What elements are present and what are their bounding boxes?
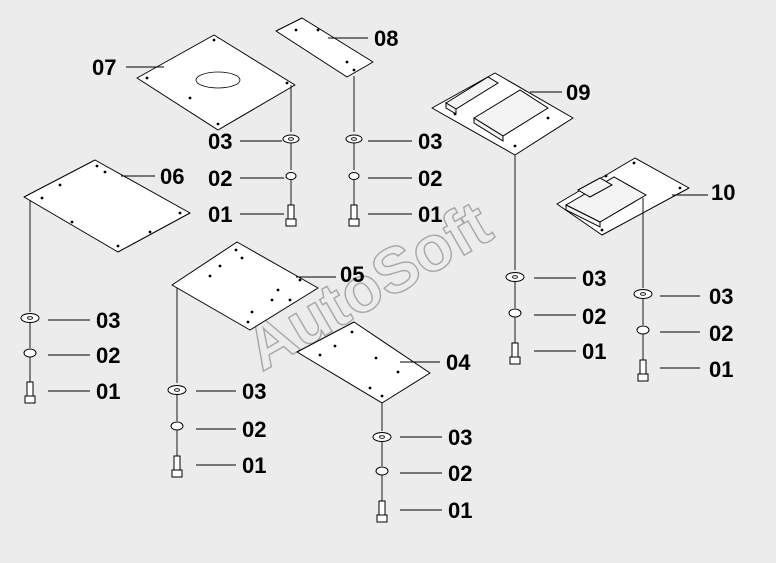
label-08: 08 bbox=[374, 26, 398, 51]
hardware-stack-07 bbox=[282, 134, 300, 227]
label-01-g: 01 bbox=[709, 357, 733, 382]
label-09: 09 bbox=[566, 80, 590, 105]
label-01-c: 01 bbox=[96, 379, 120, 404]
hardware-stack-09 bbox=[505, 272, 525, 365]
label-03-d: 03 bbox=[242, 379, 266, 404]
label-01-a: 01 bbox=[208, 202, 232, 227]
label-05: 05 bbox=[340, 262, 364, 287]
label-01-d: 01 bbox=[242, 453, 266, 478]
label-06: 06 bbox=[160, 164, 184, 189]
plate-10 bbox=[556, 157, 690, 236]
label-01-f: 01 bbox=[582, 339, 606, 364]
label-02-b: 02 bbox=[418, 166, 442, 191]
label-01-b: 01 bbox=[418, 202, 442, 227]
label-03-f: 03 bbox=[582, 266, 606, 291]
plate-04 bbox=[296, 321, 431, 404]
plate-06 bbox=[23, 159, 191, 253]
label-04: 04 bbox=[446, 350, 471, 375]
label-02-d: 02 bbox=[242, 417, 266, 442]
label-10: 10 bbox=[711, 180, 735, 205]
plate-07 bbox=[136, 34, 296, 131]
label-07: 07 bbox=[92, 55, 116, 80]
plate-09 bbox=[431, 72, 574, 156]
label-02-a: 02 bbox=[208, 166, 232, 191]
label-03-a: 03 bbox=[208, 129, 232, 154]
hardware-stack-05 bbox=[167, 385, 187, 478]
hardware-stack-10 bbox=[633, 289, 653, 382]
label-03-b: 03 bbox=[418, 129, 442, 154]
hardware-stack-04 bbox=[372, 432, 392, 523]
hardware-stack-08 bbox=[345, 134, 363, 227]
label-02-g: 02 bbox=[709, 321, 733, 346]
label-03-c: 03 bbox=[96, 308, 120, 333]
label-03-e: 03 bbox=[448, 425, 472, 450]
label-02-f: 02 bbox=[582, 304, 606, 329]
label-02-e: 02 bbox=[448, 461, 472, 486]
plate-05 bbox=[171, 241, 319, 331]
label-03-g: 03 bbox=[709, 284, 733, 309]
label-01-e: 01 bbox=[448, 498, 472, 523]
plate-08 bbox=[275, 17, 374, 78]
label-02-c: 02 bbox=[96, 343, 120, 368]
hardware-stack-06 bbox=[20, 313, 40, 404]
